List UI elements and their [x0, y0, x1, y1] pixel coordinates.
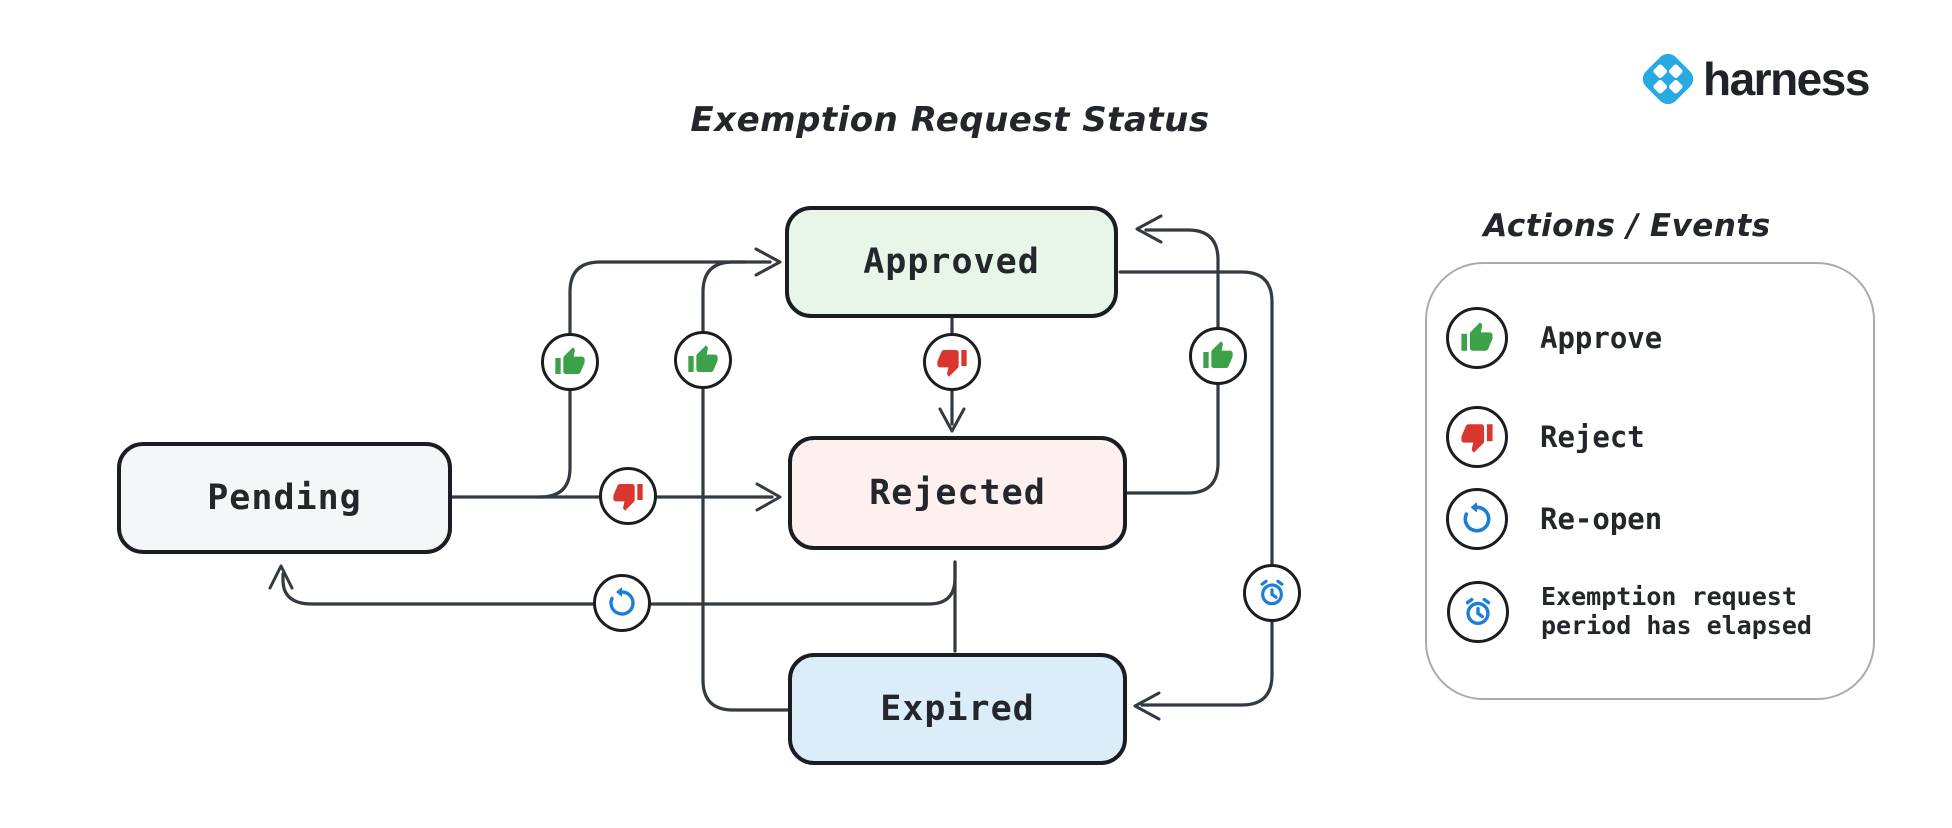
- reopen-badge-rejected-pending: [593, 574, 651, 632]
- thumbs-down-icon: [937, 350, 967, 377]
- state-expired: Expired: [788, 653, 1127, 765]
- harness-brand: harness: [1637, 48, 1870, 110]
- diagram-title: Exemption Request Status: [690, 100, 1210, 140]
- state-pending-label: Pending: [207, 478, 362, 518]
- legend-item-reject: Reject: [1446, 406, 1645, 468]
- arrowhead-into-rejected-top: [938, 407, 966, 433]
- legend-item-reopen: Re-open: [1446, 488, 1662, 550]
- approve-badge-expired-approved: [674, 331, 732, 389]
- thumbs-down-icon: [1446, 406, 1508, 468]
- arrowhead-into-pending-bottom: [268, 564, 294, 590]
- state-approved: Approved: [785, 206, 1118, 318]
- reopen-icon: [609, 587, 635, 616]
- harness-logo-icon: [1642, 53, 1694, 105]
- legend-item-label: Exemption request period has elapsed: [1541, 582, 1812, 640]
- harness-wordmark: harness: [1703, 53, 1870, 105]
- state-rejected-label: Rejected: [869, 473, 1046, 513]
- arrowhead-into-rejected-left: [755, 482, 782, 512]
- alarm-clock-icon: [1260, 579, 1284, 606]
- reopen-icon: [1446, 488, 1508, 550]
- reject-badge-approved-rejected: [923, 333, 981, 391]
- thumbs-down-icon: [613, 484, 643, 511]
- approve-badge-rejected-approved: [1189, 327, 1247, 385]
- arrowhead-into-approved-left: [754, 247, 782, 277]
- legend-title: Actions / Events: [1483, 208, 1771, 244]
- thumbs-up-icon: [1446, 307, 1508, 369]
- thumbs-up-icon: [1203, 341, 1233, 368]
- alarm-clock-icon: [1447, 581, 1509, 643]
- thumbs-up-icon: [555, 347, 585, 374]
- reject-badge-pending-rejected: [599, 467, 657, 525]
- state-approved-label: Approved: [863, 242, 1040, 282]
- clock-badge-approved-expired: [1243, 564, 1301, 622]
- edge-expired-approved: [701, 260, 790, 712]
- legend-item-period-elapsed: Exemption request period has elapsed: [1447, 581, 1841, 643]
- approve-badge-pending-approved: [541, 333, 599, 391]
- state-rejected: Rejected: [788, 436, 1127, 550]
- legend-item-label: Re-open: [1540, 502, 1663, 536]
- state-expired-label: Expired: [880, 689, 1035, 729]
- legend-item-label: Approve: [1540, 321, 1663, 355]
- edge-approved-expired: [1118, 270, 1274, 707]
- arrowhead-into-approved-right: [1135, 214, 1163, 244]
- arrowhead-into-expired-right: [1133, 691, 1161, 721]
- thumbs-up-icon: [688, 345, 718, 372]
- legend-item-label: Reject: [1540, 420, 1645, 454]
- legend-item-approve: Approve: [1446, 307, 1662, 369]
- edge-pending-approved: [538, 260, 772, 499]
- state-pending: Pending: [117, 442, 452, 554]
